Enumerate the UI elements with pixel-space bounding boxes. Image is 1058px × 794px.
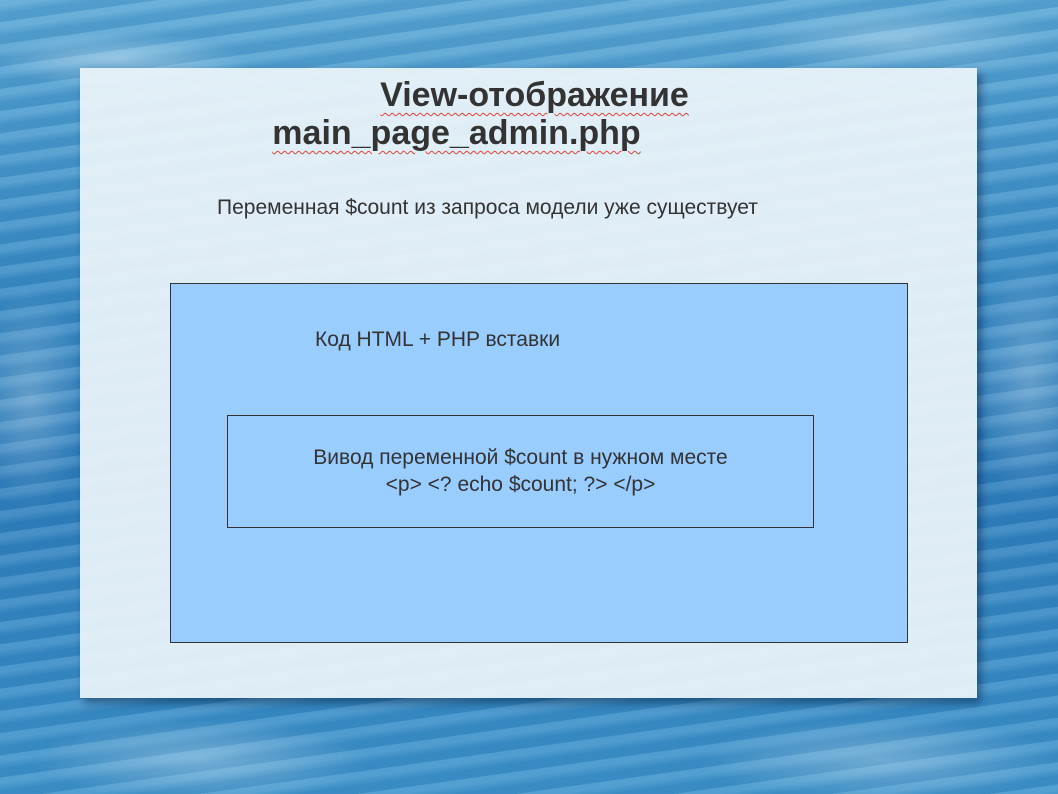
html-php-code-box: Код HTML + PHP вставки Вивод переменной …	[170, 283, 908, 643]
title-text-filename: main_page_admin.php	[272, 114, 641, 152]
slide-title-line1: View-отображение	[80, 76, 977, 114]
slide-title-line2: main_page_admin.php	[8, 114, 905, 152]
echo-output-code: <p> <? echo $count; ?> </p>	[385, 473, 656, 496]
title-text-view: View-отображение	[380, 76, 689, 114]
slide-subtitle: Переменная $count из запроса модели уже …	[217, 196, 758, 219]
slide: View-отображение main_page_admin.php Пер…	[80, 68, 977, 698]
echo-output-description: Вивод переменной $count в нужном месте	[313, 446, 728, 469]
echo-output-box: Вивод переменной $count в нужном месте <…	[227, 415, 814, 528]
html-php-code-label: Код HTML + PHP вставки	[315, 328, 561, 351]
